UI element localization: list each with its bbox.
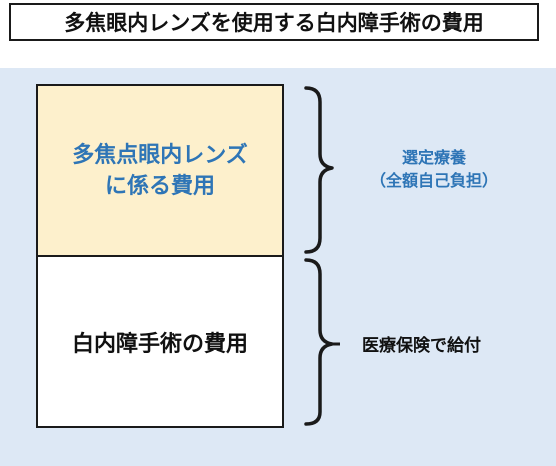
surgery-cost-block: 白内障手術の費用 (38, 257, 282, 426)
lens-cost-block: 多焦点眼内レンズ に係る費用 (38, 86, 282, 257)
selected-care-line-1: 選定療養 (401, 148, 466, 167)
lens-cost-line-1: 多焦点眼内レンズ (72, 142, 248, 168)
cost-breakdown-column: 多焦点眼内レンズ に係る費用 白内障手術の費用 (36, 84, 284, 428)
curly-brackets (304, 86, 340, 426)
surgery-cost-label: 白内障手術の費用 (71, 331, 248, 357)
selected-care-line-2: （全額自己負担） (369, 171, 498, 190)
upper-curly-bracket (304, 86, 334, 254)
lens-cost-text: 多焦点眼内レンズ に係る費用 (72, 140, 248, 202)
diagram-title: 多焦眼内レンズを使用する白内障手術の費用 (9, 3, 539, 41)
lower-curly-bracket (304, 258, 334, 426)
insurance-label: 医療保険で給付 (362, 336, 481, 356)
selected-care-label: 選定療養 （全額自己負担） (350, 146, 518, 192)
lens-cost-line-2: に係る費用 (104, 173, 215, 199)
